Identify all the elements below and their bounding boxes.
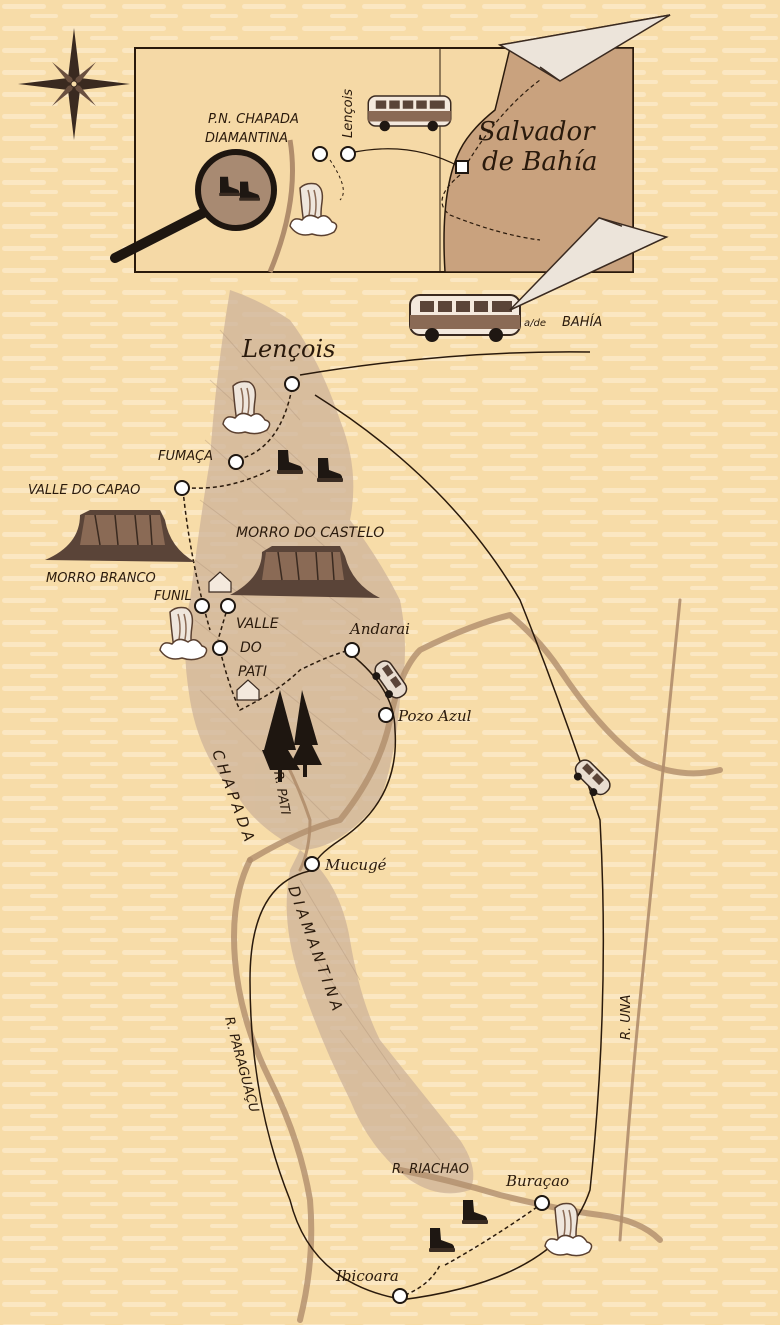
magnifying-glass-icon <box>110 149 277 263</box>
bus-icon <box>367 95 452 132</box>
salvador-label-line1: Salvador <box>478 117 596 147</box>
place-valle-pati-3: PATI <box>238 664 267 680</box>
place-valle-pati-1: VALLE <box>236 616 279 632</box>
place-ibicoara: Ibicoara <box>335 1267 399 1285</box>
river-riachao: R. RIACHAO <box>392 1162 469 1177</box>
rivers <box>231 598 723 1323</box>
river-una: R. UNA <box>619 995 634 1040</box>
place-valle-pati-2: DO <box>240 640 262 656</box>
bus-destination: BAHÍA <box>562 314 602 330</box>
place-andarai: Andarai <box>348 620 410 638</box>
place-buracao: Buraçao <box>505 1172 569 1190</box>
inset-map <box>110 47 634 273</box>
pine-tree-icon <box>262 690 322 782</box>
place-fumaca: FUMAÇA <box>158 449 213 464</box>
place-funil: FUNIL <box>154 589 192 604</box>
morro-branco-mesa <box>45 510 195 562</box>
inset-lencois-label: Lençois <box>341 89 356 138</box>
compass-rose-icon <box>18 28 130 140</box>
bus-destination-prefix: a/de <box>524 318 546 329</box>
house-icon <box>236 679 260 701</box>
place-morro-castelo: MORRO DO CASTELO <box>236 525 384 541</box>
morro-castelo-mesa <box>230 546 380 598</box>
park-label-line2: DIAMANTINA <box>205 131 288 146</box>
bus-icon <box>409 294 521 343</box>
place-mucuge: Mucugé <box>324 856 387 874</box>
salvador-label-line2: de Bahía <box>482 147 597 177</box>
house-icon <box>208 571 232 593</box>
place-pozo-azul: Pozo Azul <box>397 707 472 725</box>
place-lencois: Lençois <box>241 335 335 363</box>
place-valle-capao: VALLE DO CAPAO <box>28 483 140 498</box>
park-label-line1: P.N. CHAPADA <box>208 112 299 127</box>
place-morro-branco: MORRO BRANCO <box>46 571 156 586</box>
